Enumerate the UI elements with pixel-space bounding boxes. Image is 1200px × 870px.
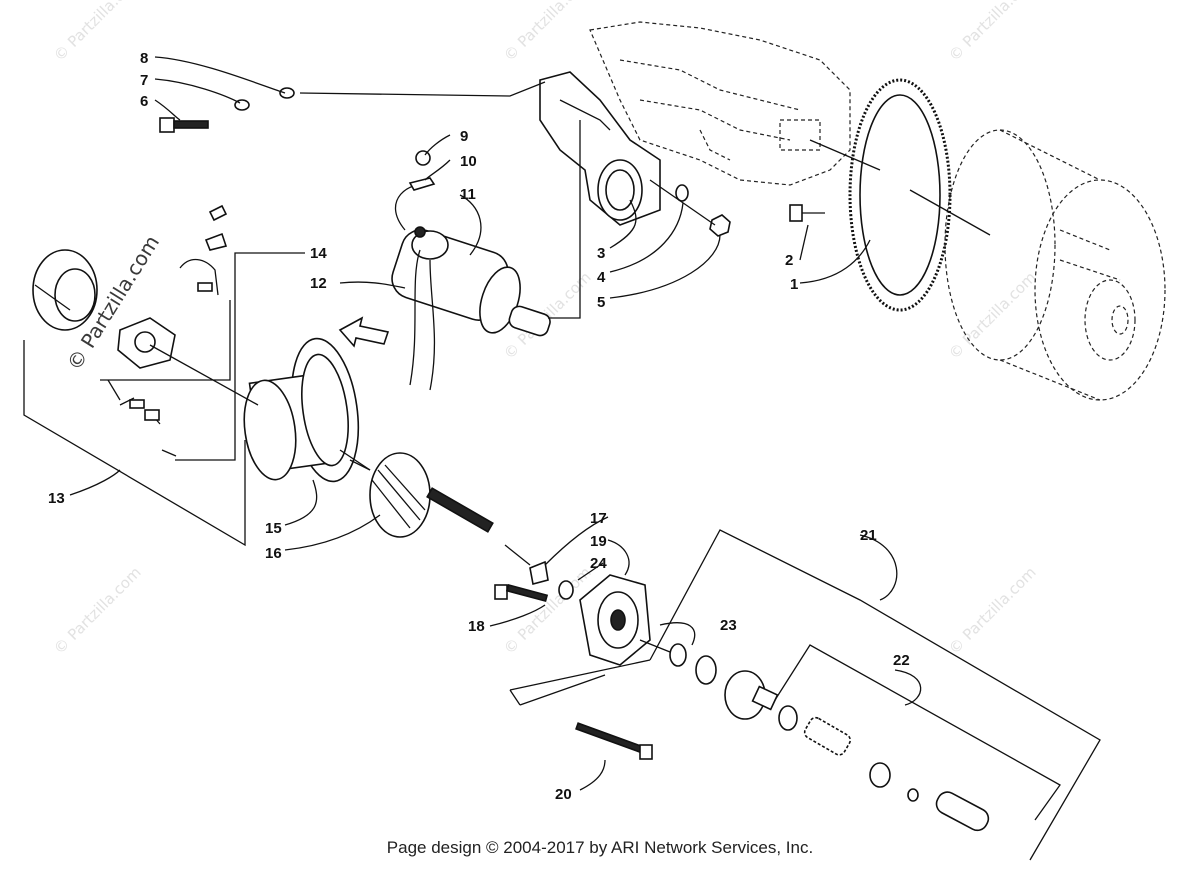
watermark: © Partzilla.com	[945, 0, 1040, 65]
watermark: © Partzilla.com	[50, 0, 145, 65]
watermark: © Partzilla.com	[945, 268, 1040, 363]
callout-16: 16	[265, 545, 282, 562]
washer-part-4	[675, 184, 689, 202]
pinion-clutch	[724, 670, 779, 720]
callout-18: 18	[468, 618, 485, 635]
front-arrow-icon	[338, 316, 390, 348]
armature	[349, 452, 494, 538]
watermark: © Partzilla.com	[945, 563, 1040, 658]
callout-11: 11	[460, 186, 476, 203]
callout-21: 21	[860, 527, 877, 544]
callout-7: 7	[140, 72, 148, 89]
callout-10: 10	[460, 153, 477, 170]
drive-spring-parts-22	[778, 705, 990, 832]
through-bolt-part-20	[575, 722, 653, 760]
callout-6: 6	[140, 93, 148, 110]
callout-14: 14	[310, 245, 327, 262]
screw-part-6	[159, 117, 209, 133]
nut-part-9	[415, 150, 431, 166]
callout-19: 19	[590, 533, 607, 550]
callout-8: 8	[140, 50, 148, 67]
engine-block	[589, 21, 851, 186]
washer-part-24	[558, 580, 574, 600]
callout-4: 4	[597, 269, 606, 286]
terminal-part-10	[408, 177, 436, 191]
yoke-housing	[243, 337, 360, 483]
bolt-part-18	[494, 583, 549, 603]
brush-parts	[179, 204, 228, 296]
flywheel	[944, 129, 1166, 401]
callout-23: 23	[720, 617, 737, 634]
callout-15: 15	[265, 520, 282, 537]
callout-1: 1	[790, 276, 798, 293]
callout-3: 3	[597, 245, 605, 262]
washer-part-17	[529, 560, 549, 585]
rear-cover	[32, 249, 98, 331]
leader-lines	[23, 56, 1101, 861]
callout-22: 22	[893, 652, 910, 669]
nut-part-5	[709, 214, 731, 237]
starter-motor	[391, 183, 551, 391]
front-housing	[579, 574, 651, 666]
callout-12: 12	[310, 275, 327, 292]
drive-washer-part-23	[669, 643, 717, 685]
watermark: © Partzilla.com	[500, 0, 595, 65]
callout-24: 24	[590, 555, 607, 572]
callout-9: 9	[460, 128, 468, 145]
bolt-part-2	[789, 204, 825, 222]
brush-holder	[117, 317, 177, 457]
callout-13: 13	[48, 490, 65, 507]
ring-gear	[848, 78, 952, 312]
callout-20: 20	[555, 786, 572, 803]
callout-17: 17	[590, 510, 607, 527]
callout-labels: 1 2 3 4 5 6 7 8 9 10 11 12 13 14 15 16 1…	[48, 50, 910, 803]
callout-2: 2	[785, 252, 793, 269]
washer-part-8	[279, 87, 295, 99]
mounting-bracket	[539, 71, 661, 226]
callout-5: 5	[597, 294, 605, 311]
watermark: © Partzilla.com	[50, 563, 145, 658]
copyright-footer: Page design © 2004-2017 by ARI Network S…	[386, 838, 814, 857]
